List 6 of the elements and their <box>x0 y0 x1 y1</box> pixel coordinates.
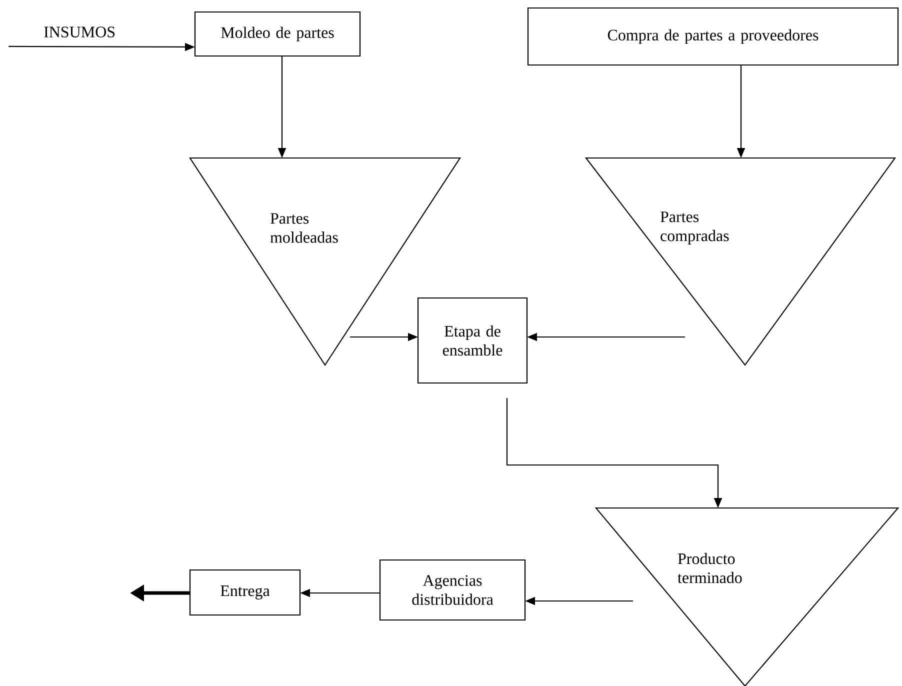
process-box: Etapa de ensamble <box>417 297 528 384</box>
process-box: Entrega <box>189 569 301 616</box>
process-box: Compra de partes a proveedores <box>527 7 899 66</box>
process-box: Agencias distribuidora <box>379 559 526 621</box>
process-box: Moldeo de partes <box>194 11 361 57</box>
input-label: INSUMOS <box>44 26 115 38</box>
